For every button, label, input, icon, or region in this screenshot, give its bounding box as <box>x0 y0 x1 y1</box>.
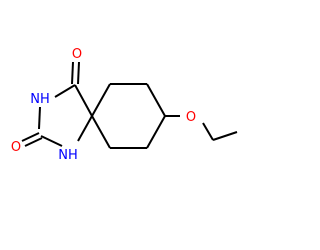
bond-c8-c9 <box>146 115 166 149</box>
bond-n1-c5 <box>77 115 93 142</box>
atom-label-carbonyl-oxygen-top: O <box>72 47 82 62</box>
bond-c2-o-a <box>21 132 40 142</box>
atom-label-nh-lower: NH <box>58 148 78 163</box>
bond-c10-c5 <box>91 115 111 149</box>
bond-c4-n3 <box>54 84 76 98</box>
background <box>0 0 250 250</box>
bonds <box>21 61 238 149</box>
bond-c2-n1 <box>40 135 63 147</box>
atom-label-ether-oxygen: O <box>186 110 196 125</box>
bond-c5-c6 <box>91 83 111 117</box>
bond-c4-o-a <box>71 61 74 85</box>
atom-labels: O O O NH NH <box>11 47 196 163</box>
bond-c7-c8 <box>146 83 166 117</box>
atom-label-carbonyl-oxygen-left: O <box>11 140 21 155</box>
atom-label-nh-upper: NH <box>30 92 50 107</box>
bond-o-ch2 <box>202 122 214 141</box>
chemical-structure-diagram: O O O NH NH <box>0 0 250 250</box>
bond-c4-c5 <box>74 84 93 117</box>
bond-c2-o-b <box>24 137 43 147</box>
bond-c4-o-b <box>77 61 80 85</box>
bond-ch2-ch3 <box>212 131 238 141</box>
bond-n3-c2 <box>38 106 41 130</box>
